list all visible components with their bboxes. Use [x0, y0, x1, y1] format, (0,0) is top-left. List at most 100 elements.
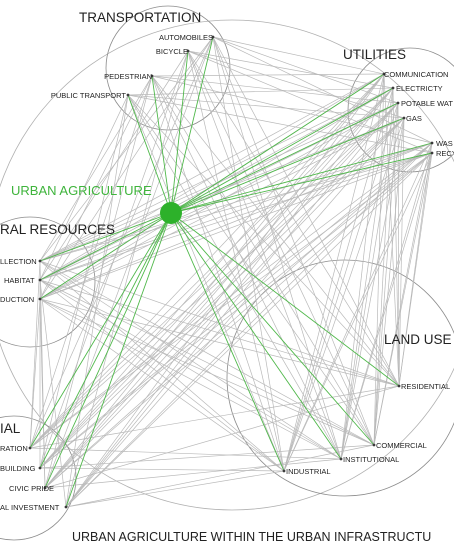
network-link	[29, 142, 433, 449]
network-node	[186, 49, 190, 53]
network-link	[39, 152, 433, 300]
transportation-cluster-circle	[105, 5, 231, 131]
network-link	[44, 117, 405, 489]
network-link	[39, 73, 385, 469]
network-link	[39, 87, 394, 469]
network-link	[151, 75, 399, 104]
network-link	[39, 298, 375, 446]
land-use-title: LAND USE	[384, 332, 452, 347]
urban-agriculture-link	[39, 212, 172, 469]
item-pedestrian: PEDESTRIAN	[104, 72, 152, 81]
network-link	[39, 152, 433, 281]
network-link	[39, 260, 375, 446]
urban-agriculture-link	[170, 212, 375, 446]
land-use-cluster-circle	[226, 259, 454, 497]
network-link	[39, 75, 153, 262]
network-link	[39, 279, 285, 472]
network-node	[126, 93, 130, 97]
item-industrial: INDUSTRIAL	[286, 467, 331, 476]
network-link	[212, 36, 400, 387]
network-link	[39, 444, 375, 469]
network-link	[39, 50, 189, 469]
network-link	[212, 36, 375, 446]
network-link	[39, 260, 285, 472]
urban-agriculture-link	[170, 152, 433, 214]
item-bicycle: BICYCLE	[156, 47, 188, 56]
natural-resources-title: RAL RESOURCES	[0, 222, 115, 237]
network-link	[39, 152, 433, 262]
network-link	[187, 50, 400, 387]
network-link	[39, 102, 399, 300]
network-link	[65, 470, 285, 508]
network-link	[44, 152, 433, 489]
network-node	[38, 466, 42, 470]
item-potable-water: POTABLE WAT	[401, 99, 453, 108]
network-link	[39, 142, 433, 281]
network-link	[65, 444, 375, 508]
network-node	[402, 116, 406, 120]
network-link	[39, 102, 399, 281]
item-public-transport: PUBLIC TRANSPORT	[51, 91, 127, 100]
item-habitat: HABITAT	[4, 276, 35, 285]
network-node	[391, 86, 395, 90]
item-building: BUILDING	[0, 464, 36, 473]
item-electricity: ELECTRICTY	[396, 84, 443, 93]
urban-agriculture-link	[170, 212, 285, 472]
item-institutional: INSTITUTIONAL	[343, 455, 399, 464]
network-link	[283, 117, 405, 472]
urban-agriculture-link	[39, 212, 172, 300]
grey-link-group	[29, 36, 433, 508]
network-link	[39, 152, 433, 469]
network-node	[28, 446, 32, 450]
network-link	[39, 298, 342, 460]
network-link	[187, 50, 433, 154]
network-node	[38, 278, 42, 282]
urban-agriculture-link	[151, 75, 172, 214]
network-link	[39, 298, 400, 387]
network-link	[29, 260, 41, 449]
network-link	[44, 385, 400, 489]
urban-agriculture-hub-node	[160, 202, 182, 224]
network-link	[44, 36, 214, 489]
network-node	[38, 297, 42, 301]
urban-agriculture-link	[170, 36, 214, 214]
network-link	[39, 36, 214, 262]
network-node	[64, 505, 68, 509]
network-link	[373, 152, 433, 446]
network-link	[340, 152, 433, 460]
urban-agriculture-link	[127, 94, 172, 214]
network-node	[396, 101, 400, 105]
network-link	[187, 50, 342, 460]
network-node	[382, 72, 386, 76]
network-link	[39, 279, 400, 387]
item-residential: RESIDENTIAL	[401, 382, 450, 391]
network-link	[29, 447, 342, 460]
network-link	[340, 142, 433, 460]
network-link	[127, 94, 405, 119]
network-link	[127, 87, 394, 96]
network-node	[430, 151, 434, 155]
utilities-title: UTILITIES	[343, 47, 406, 62]
network-link	[392, 87, 400, 387]
network-link	[65, 152, 433, 508]
network-link	[39, 142, 433, 469]
network-node	[150, 74, 154, 78]
network-link	[187, 50, 375, 446]
network-link	[39, 117, 405, 300]
urban-agriculture-link	[170, 50, 189, 214]
network-link	[398, 117, 405, 387]
network-link	[187, 50, 394, 89]
network-link	[373, 73, 385, 446]
green-link-group	[29, 36, 433, 508]
network-link	[373, 87, 394, 446]
network-link	[383, 73, 400, 387]
item-automobiles: AUTOMOBILES	[159, 33, 213, 42]
network-link	[39, 142, 433, 300]
network-link	[44, 87, 394, 489]
network-link	[39, 298, 46, 489]
network-link	[39, 279, 375, 446]
network-link	[65, 117, 405, 508]
network-link	[44, 458, 342, 489]
network-link	[39, 298, 285, 472]
